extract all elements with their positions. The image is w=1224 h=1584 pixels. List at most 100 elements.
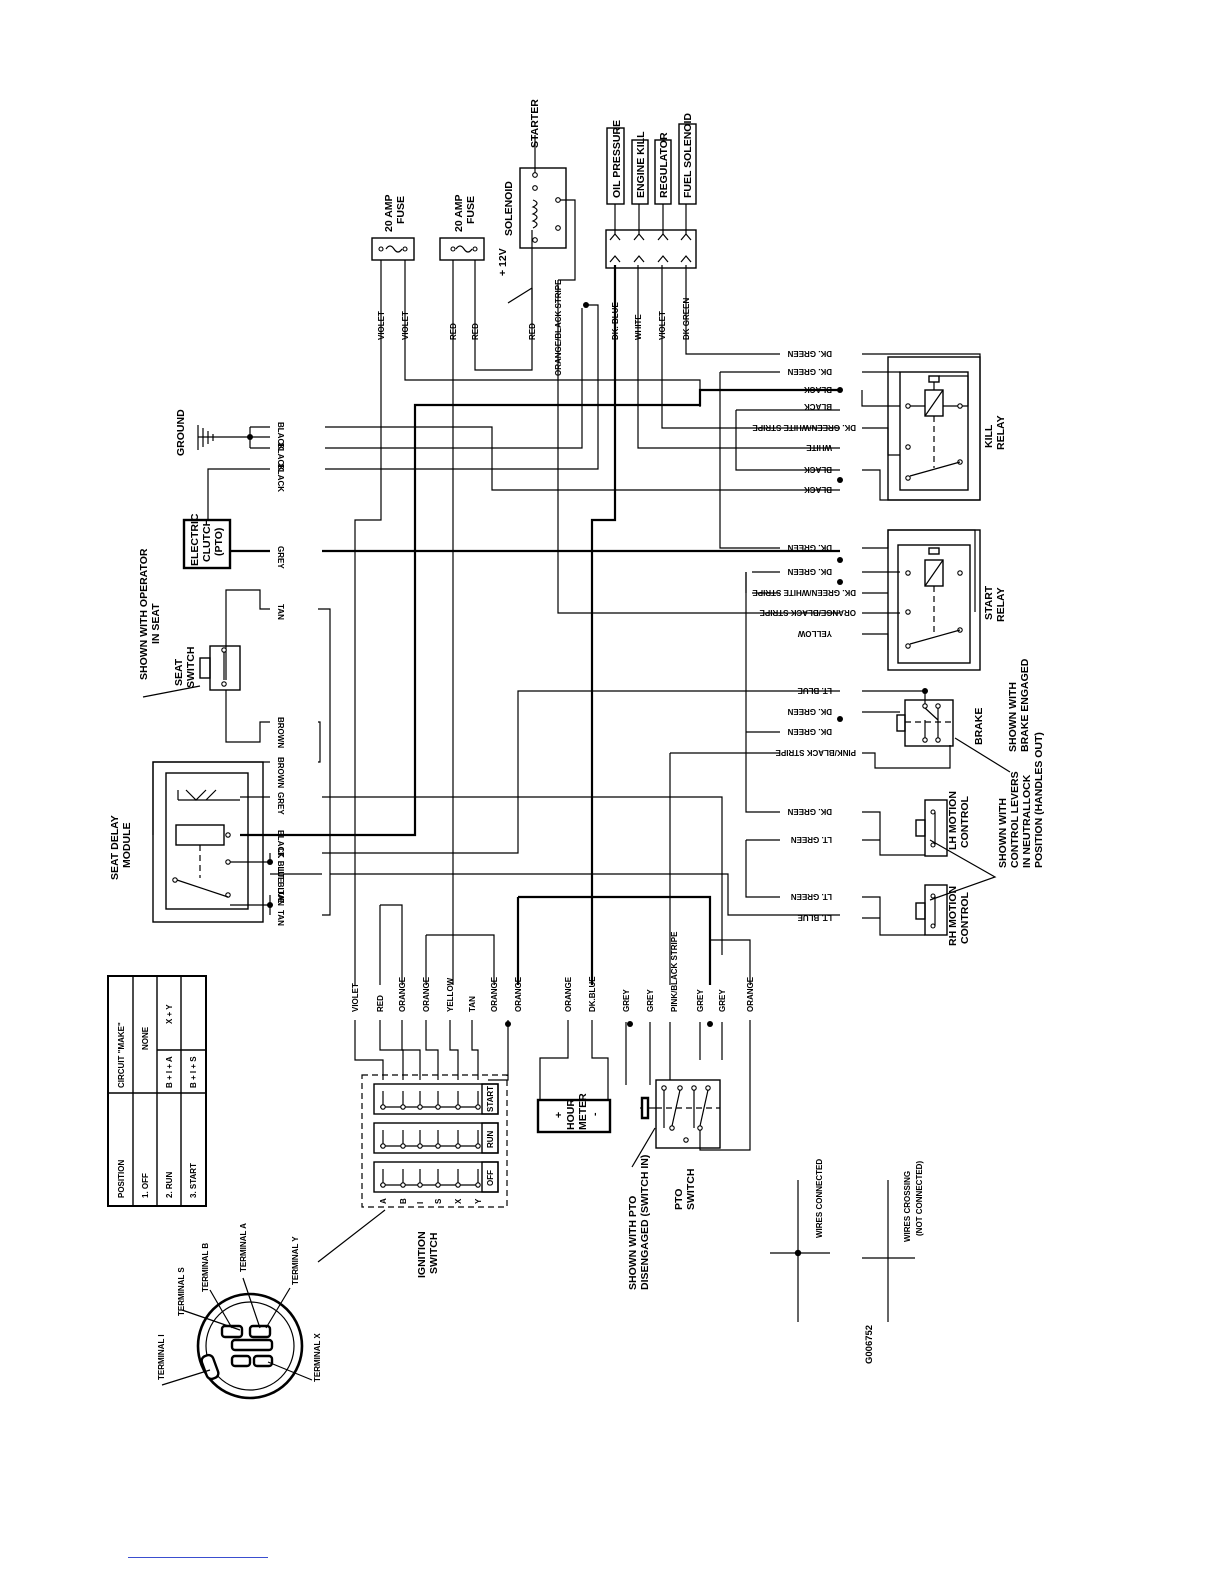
lh-motion-control	[915, 799, 948, 857]
wire-top-8: VIOLET	[658, 311, 667, 340]
brake-label: BRAKE	[973, 708, 985, 745]
legend-crossing-1: WIRES CROSSING	[903, 1171, 912, 1242]
seat-delay-module	[152, 761, 264, 923]
wire-right-0: DK. GREEN	[787, 349, 832, 358]
wire-right-10: DK. GREEN/WHITE STRIPE	[752, 588, 856, 597]
brake-note-2: BRAKE ENGAGED	[1019, 658, 1031, 752]
wire-right-9: DK. GREEN	[787, 567, 832, 576]
ground-symbol	[197, 425, 214, 450]
ignition-terminal	[417, 1182, 423, 1188]
oil-pressure-label: OIL PRESSURE	[611, 120, 623, 198]
ignition-terminal	[455, 1182, 461, 1188]
start-relay-label-2: RELAY	[995, 587, 1007, 622]
wire-left-3: GREY	[276, 546, 285, 569]
ignition-terminal	[417, 1104, 423, 1110]
wire-left-12: TAN	[276, 910, 285, 926]
ignition-terminal	[380, 1104, 386, 1110]
ign-term-s: S	[434, 1198, 443, 1204]
wire-top-1: VIOLET	[401, 311, 410, 340]
clutch-label-3: (PTO)	[213, 528, 225, 556]
diagram-code: G006752	[864, 1325, 875, 1364]
table-row3-make: B + I + S	[189, 1056, 198, 1088]
terminal-s-label: TERMINAL S	[177, 1267, 186, 1316]
seat-delay-label-2: MODULE	[121, 823, 133, 869]
ign-term-b: B	[399, 1198, 408, 1204]
ignition-switch	[361, 1074, 508, 1208]
wire-right-16: PINK/BLACK STRIPE	[775, 748, 856, 757]
starter-label: STARTER	[529, 99, 541, 148]
motion-note-1: SHOWN WITH	[997, 798, 1009, 868]
fuse2-label-1: 20 AMP	[453, 194, 465, 232]
ignition-terminal	[380, 1143, 386, 1149]
wire-right-6: BLACK	[804, 465, 832, 474]
solenoid	[519, 135, 576, 281]
hour-meter-label-1: HOUR	[565, 1099, 577, 1130]
wire-right-15: DK. GREEN	[787, 727, 832, 736]
wire-bottom-15: ORANGE	[746, 976, 755, 1012]
table-row2-pos: 2. RUN	[165, 1172, 174, 1198]
wire-top-5: ORANGE/BLACK STRIPE	[554, 279, 563, 376]
footer-rule	[128, 1557, 268, 1558]
kill-relay	[887, 356, 981, 501]
wire-bottom-11: GREY	[646, 989, 655, 1012]
wire-top-7: WHITE	[634, 314, 643, 340]
table-header-position: POSITION	[117, 1160, 126, 1198]
ign-pos-run: RUN	[486, 1130, 495, 1148]
rh-motion-control	[915, 884, 948, 936]
hour-meter	[536, 1098, 612, 1134]
terminal-a-label: TERMINAL A	[239, 1223, 248, 1272]
ignition-terminal	[475, 1182, 481, 1188]
wire-left-0: BLACK	[276, 422, 285, 450]
hour-meter-minus: -	[589, 1112, 601, 1116]
wire-bottom-5: TAN	[468, 996, 477, 1012]
wire-right-4: DK. GREEN/WHITE STRIPE	[752, 423, 856, 432]
wire-left-10: LT. BLUE	[276, 869, 285, 904]
brake-note-1: SHOWN WITH	[1007, 682, 1019, 752]
wire-right-3: BLACK	[804, 402, 832, 411]
wire-top-0: VIOLET	[377, 311, 386, 340]
ign-term-i: I	[416, 1202, 425, 1204]
wire-left-6: BROWN	[276, 757, 285, 788]
schematic-labels: GROUND ELECTRIC CLUTCH (PTO) SEAT SWITCH…	[109, 99, 1045, 1382]
start-relay-label-1: START	[983, 585, 995, 620]
table-row2-make1: B + I + A	[165, 1056, 174, 1088]
fuel-solenoid-label: FUEL SOLENOID	[682, 113, 694, 198]
wire-left-5: BROWN	[276, 717, 285, 748]
lh-motion-label-1: LH MOTION	[947, 791, 959, 850]
plus12v-lead	[507, 287, 533, 304]
wire-legend	[770, 1180, 915, 1322]
fuse-1	[371, 237, 415, 261]
wire-bottom-0: VIOLET	[351, 983, 360, 1012]
wire-right-17: DK. GREEN	[787, 807, 832, 816]
seat-switch	[199, 645, 241, 691]
engine-connector	[605, 123, 697, 269]
junction-dots	[247, 302, 928, 1257]
kill-relay-label-1: KILL	[983, 424, 995, 448]
wire-right-20: LT. BLUE	[797, 913, 832, 922]
wire-bottom-13: GREY	[696, 989, 705, 1012]
ignition-terminal	[435, 1182, 441, 1188]
wire-right-12: YELLOW	[797, 629, 832, 638]
regulator-label: REGULATOR	[658, 132, 670, 198]
table-row1-pos: 1. OFF	[141, 1173, 150, 1198]
motion-note-3: IN NEUTRALLOCK	[1021, 774, 1033, 868]
table-row1-make: NONE	[141, 1026, 150, 1050]
ignition-terminal	[475, 1104, 481, 1110]
ign-pos-start: START	[486, 1086, 495, 1112]
table-header-circuit: CIRCUIT "MAKE"	[117, 1022, 126, 1088]
pto-switch	[640, 1079, 721, 1149]
wire-right-19: LT. GREEN	[791, 892, 832, 901]
pto-note-2: DISENGAGED (SWITCH IN)	[639, 1155, 651, 1290]
wire-bottom-12: PINK/BLACK STRIPE	[670, 931, 679, 1012]
seat-switch-label-2: SWITCH	[185, 647, 197, 688]
wire-bottom-1: RED	[376, 995, 385, 1012]
wire-top-9: DK GREEN	[682, 298, 691, 340]
rh-motion-label-1: RH MOTION	[947, 886, 959, 946]
ignition-terminal	[380, 1182, 386, 1188]
ignition-terminal	[475, 1143, 481, 1149]
ign-term-x: X	[454, 1198, 463, 1204]
brake-switch	[896, 699, 954, 747]
wire-bottom-10: GREY	[622, 989, 631, 1012]
ignition-terminal	[400, 1104, 406, 1110]
clutch-label-2: CLUTCH	[201, 519, 213, 562]
